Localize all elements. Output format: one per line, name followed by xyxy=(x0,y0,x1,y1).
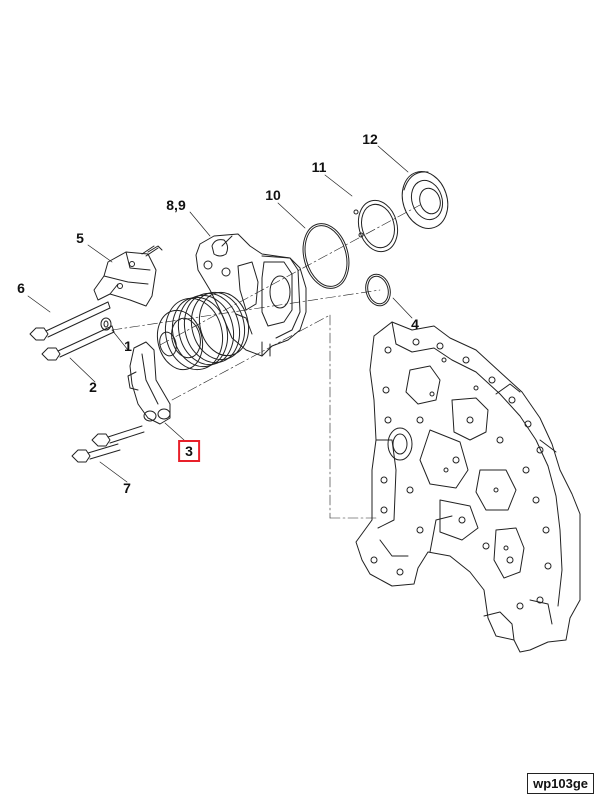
part-4-o-ring xyxy=(365,273,391,307)
leader-lines xyxy=(27,145,413,483)
callout-5: 5 xyxy=(76,230,84,246)
part-3-bracket xyxy=(127,341,171,425)
callout-7: 7 xyxy=(123,480,131,496)
callout-11: 11 xyxy=(311,159,327,175)
part-2-bolt xyxy=(41,325,115,361)
callout-12: 12 xyxy=(362,131,378,147)
part-11-snap-ring xyxy=(353,199,399,253)
pump-pulley xyxy=(156,291,250,371)
part-6-bolt xyxy=(29,301,111,341)
part-12-seal xyxy=(401,171,449,229)
engine-front-plate xyxy=(355,321,581,653)
callout-6: 6 xyxy=(17,280,25,296)
part-7-bolts xyxy=(71,425,145,463)
callout-1: 1 xyxy=(124,338,132,354)
callout-3-highlighted[interactable]: 3 xyxy=(178,440,200,462)
callout-10: 10 xyxy=(265,187,281,203)
callout-4: 4 xyxy=(411,316,419,332)
callout-2: 2 xyxy=(89,379,97,395)
figure-code-label: wp103ge xyxy=(527,773,594,794)
part-1-washer xyxy=(100,317,112,331)
part-5-bracket xyxy=(93,245,163,307)
assembly-centerlines xyxy=(111,204,421,519)
callout-8-9: 8,9 xyxy=(166,197,186,213)
plate-bolt-holes xyxy=(370,338,552,610)
part-8-9-pump-housing xyxy=(195,233,307,357)
part-10-o-ring xyxy=(302,223,350,289)
